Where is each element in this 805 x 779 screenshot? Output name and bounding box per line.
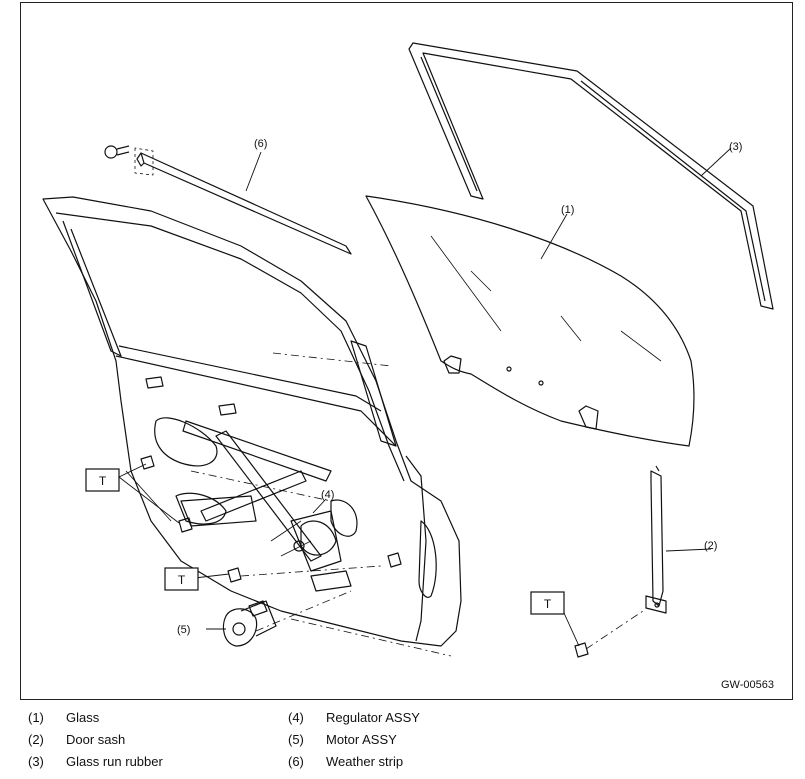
callout-3: (3): [729, 141, 742, 153]
bolts: [140, 455, 589, 658]
legend-item-glass-run-rubber: (3)Glass run rubber: [28, 754, 163, 769]
legend-item-door-sash: (2)Door sash: [28, 732, 126, 747]
door-sash-part: [645, 465, 667, 614]
svg-text:T: T: [544, 597, 552, 611]
callout-1: (1): [561, 204, 574, 216]
alignment-lines: [190, 470, 647, 657]
callout-5: (5): [177, 624, 190, 636]
leader-lines: [118, 147, 732, 647]
callout-2: (2): [704, 540, 717, 552]
torque-box-2: T: [164, 567, 199, 591]
callout-6: (6): [254, 138, 267, 150]
figure-code: GW-00563: [721, 679, 774, 691]
door-panel: [42, 196, 462, 647]
door-exploded-view: T T T (1) (2) (3) (4) (5) (6): [42, 42, 774, 658]
legend-item-regulator-assy: (4)Regulator ASSY: [288, 710, 420, 725]
motor-assy-part: [222, 600, 277, 647]
svg-text:T: T: [99, 474, 107, 488]
torque-box-1: T: [85, 468, 120, 492]
glass-part: [365, 195, 695, 447]
regulator-assy-part: [180, 420, 352, 592]
callout-4: (4): [321, 489, 334, 501]
glass-run-rubber-part: [408, 42, 774, 310]
legend-item-motor-assy: (5)Motor ASSY: [288, 732, 397, 747]
weather-strip-part: [104, 145, 352, 255]
torque-box-3: T: [530, 591, 565, 615]
svg-text:T: T: [178, 573, 186, 587]
legend-item-glass: (1)Glass: [28, 710, 100, 725]
diagram-frame: T T T (1) (2) (3) (4) (5) (6) GW-00563: [20, 2, 793, 700]
legend-item-weather-strip: (6)Weather strip: [288, 754, 404, 769]
